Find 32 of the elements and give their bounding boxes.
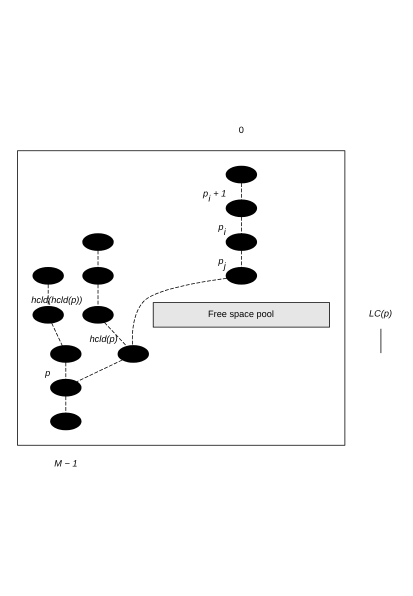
node-label: hcld(hcld(p)) [31, 295, 82, 306]
node-ellipse [50, 378, 82, 397]
cluster [17, 150, 346, 446]
node-ellipse [82, 266, 114, 285]
node-label: hcld(p) [90, 334, 118, 344]
node-ellipse [118, 345, 149, 363]
node-ellipse [32, 306, 64, 324]
connector [104, 322, 127, 346]
node-ellipse [82, 233, 114, 251]
connector [241, 250, 242, 268]
connector [76, 360, 123, 382]
node-ellipse [50, 412, 82, 430]
connector [132, 278, 227, 346]
connector [48, 284, 49, 307]
connector [51, 322, 63, 346]
node-ellipse [226, 199, 258, 218]
connector [65, 396, 66, 414]
node-ellipse [82, 306, 114, 324]
connector [380, 328, 382, 354]
node-ellipse [32, 266, 64, 285]
label: M − 1 [54, 458, 78, 469]
node-ellipse [226, 233, 258, 251]
connector [65, 362, 66, 380]
connector [241, 182, 242, 200]
node-text: LC(p) [369, 308, 392, 318]
node-ellipse [50, 345, 82, 363]
node-box: Free space pool [152, 302, 330, 328]
connector [241, 216, 242, 234]
node-ellipse [226, 166, 258, 184]
node-label: p [45, 368, 50, 378]
node-ellipse [226, 266, 258, 285]
label: 0 [238, 125, 244, 136]
